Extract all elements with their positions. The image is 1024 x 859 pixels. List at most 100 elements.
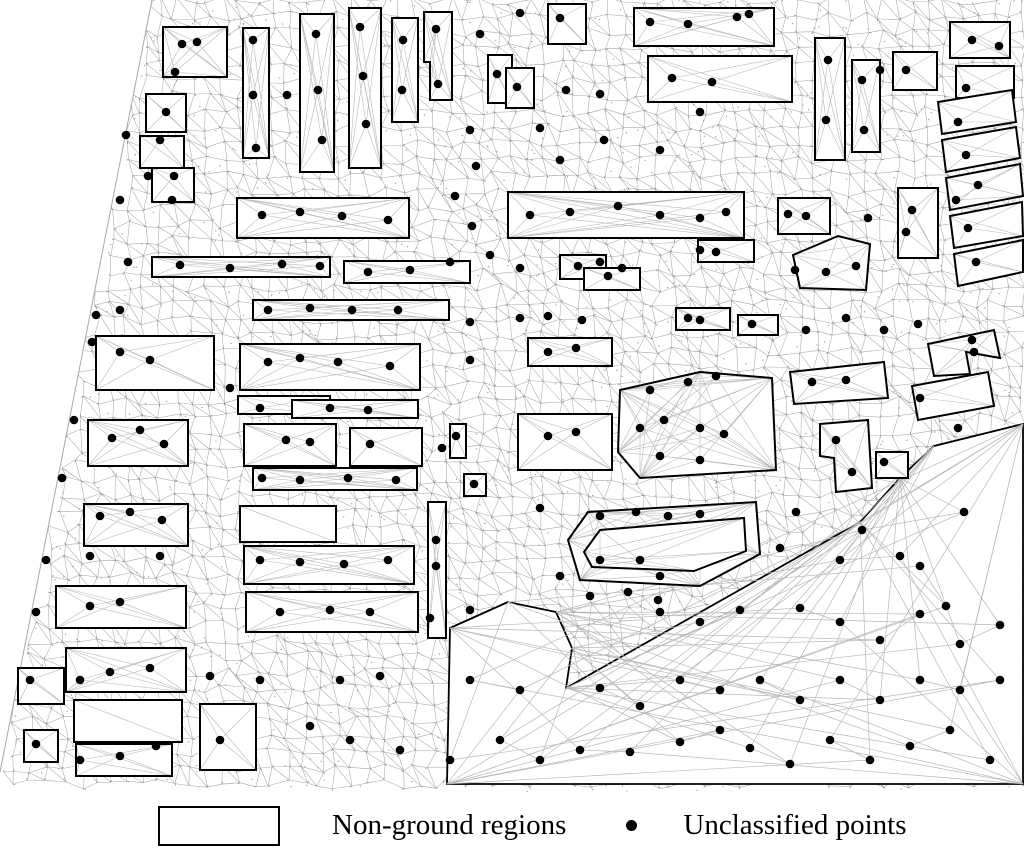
unclassified-point <box>358 71 368 81</box>
region-tin-fan <box>65 647 187 693</box>
unclassified-point <box>847 467 857 477</box>
region-outline <box>87 419 189 467</box>
unclassified-point <box>177 39 187 49</box>
unclassified-point <box>555 571 565 581</box>
unclassified-point <box>431 535 441 545</box>
region-outline <box>926 328 1002 378</box>
unclassified-point <box>744 9 754 19</box>
region-tin-fan <box>73 699 183 743</box>
unclassified-point <box>907 205 917 215</box>
region-outline <box>349 427 423 467</box>
unclassified-point <box>315 261 325 271</box>
unclassified-point <box>157 515 167 525</box>
non-ground-region <box>423 11 453 101</box>
unclassified-point <box>305 721 315 731</box>
unclassified-point <box>683 377 693 387</box>
region-tin-fan <box>527 337 613 367</box>
region-outline <box>423 11 453 101</box>
unclassified-point <box>215 735 225 745</box>
unclassified-point <box>155 135 165 145</box>
unclassified-point <box>915 675 925 685</box>
unclassified-point <box>715 685 725 695</box>
unclassified-point <box>345 735 355 745</box>
unclassified-point <box>719 429 729 439</box>
unclassified-point <box>257 210 267 220</box>
unclassified-point <box>735 605 745 615</box>
non-ground-region <box>73 699 183 743</box>
unclassified-point <box>613 201 623 211</box>
unclassified-point <box>282 90 292 100</box>
non-ground-region <box>948 200 1024 250</box>
region-outline <box>633 7 775 47</box>
unclassified-point <box>425 613 435 623</box>
unclassified-point <box>107 433 117 443</box>
unclassified-point <box>985 755 995 765</box>
unclassified-point <box>375 671 385 681</box>
non-ground-region <box>814 37 846 161</box>
unclassified-point <box>865 755 875 765</box>
non-ground-region <box>55 585 187 629</box>
unclassified-points-layer <box>25 8 1005 769</box>
unclassified-point <box>575 745 585 755</box>
unclassified-point <box>905 741 915 751</box>
non-ground-region <box>647 55 793 103</box>
non-ground-region <box>875 451 909 479</box>
region-outline <box>791 234 872 292</box>
unclassified-point <box>631 507 641 517</box>
region-outline <box>151 167 195 203</box>
region-outline <box>427 501 447 639</box>
unclassified-point <box>913 319 923 329</box>
unclassified-point <box>994 41 1004 51</box>
unclassified-point <box>635 423 645 433</box>
region-tin-fan <box>507 191 745 239</box>
unclassified-point <box>857 525 867 535</box>
unclassified-point <box>645 385 655 395</box>
unclassified-point <box>295 557 305 567</box>
unclassified-point <box>875 635 885 645</box>
unclassified-point <box>790 265 800 275</box>
unclassified-point <box>801 211 811 221</box>
unclassified-point <box>875 65 885 75</box>
region-tin-fan <box>697 239 755 263</box>
region-outline <box>252 299 450 321</box>
unclassified-point <box>859 125 869 135</box>
unclassified-point <box>655 607 665 617</box>
unclassified-point <box>465 317 475 327</box>
unclassified-point <box>295 475 305 485</box>
region-tin-fan <box>953 239 1024 287</box>
unclassified-point <box>145 355 155 365</box>
unclassified-point <box>343 473 353 483</box>
unclassified-point <box>225 263 235 273</box>
unclassified-point <box>85 551 95 561</box>
non-ground-region <box>791 234 872 292</box>
unclassified-point <box>595 89 605 99</box>
unclassified-point <box>515 8 525 18</box>
unclassified-point <box>711 247 721 257</box>
non-ground-region <box>239 505 337 543</box>
region-tin-fan <box>239 505 337 543</box>
region-outline <box>819 418 874 494</box>
unclassified-point <box>471 161 481 171</box>
unclassified-point <box>361 119 371 129</box>
region-tin-fan <box>737 314 779 336</box>
non-ground-region <box>162 26 228 78</box>
unclassified-point <box>115 305 125 315</box>
region-outline <box>697 239 755 263</box>
unclassified-point <box>695 245 705 255</box>
unclassified-point <box>383 555 393 565</box>
unclassified-point <box>437 443 447 453</box>
unclassified-point <box>785 759 795 769</box>
unclassified-point <box>617 263 627 273</box>
unclassified-point <box>255 403 265 413</box>
non-ground-region <box>252 467 418 491</box>
unclassified-point <box>573 261 583 271</box>
unclassified-point <box>363 405 373 415</box>
non-ground-region <box>737 314 779 336</box>
unclassified-point <box>25 675 35 685</box>
non-ground-region <box>391 17 419 123</box>
unclassified-point <box>732 12 742 22</box>
unclassified-point <box>255 675 265 685</box>
unclassified-point <box>775 543 785 553</box>
region-outline <box>675 307 731 331</box>
